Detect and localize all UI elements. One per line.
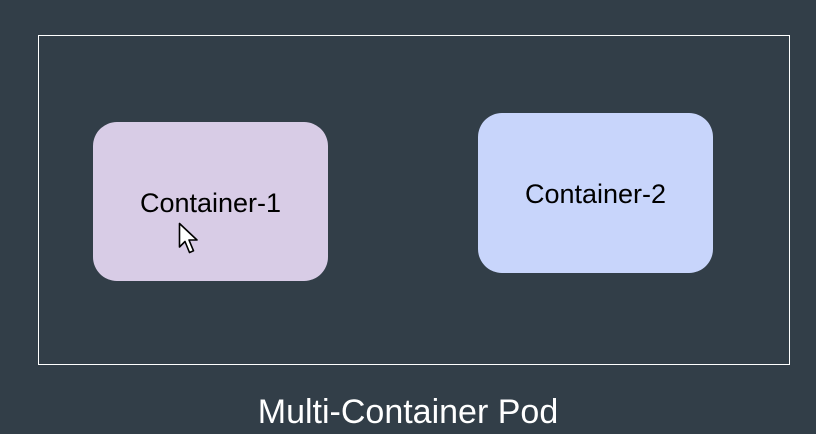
pod-title: Multi-Container Pod: [257, 393, 559, 431]
container-1-box[interactable]: Container-1: [93, 122, 328, 281]
mouse-cursor-icon: [178, 222, 198, 254]
container-1-label: Container-1: [139, 188, 282, 218]
container-2-box[interactable]: Container-2: [478, 113, 713, 273]
container-2-label: Container-2: [524, 178, 667, 209]
pod-frame: [38, 35, 790, 365]
